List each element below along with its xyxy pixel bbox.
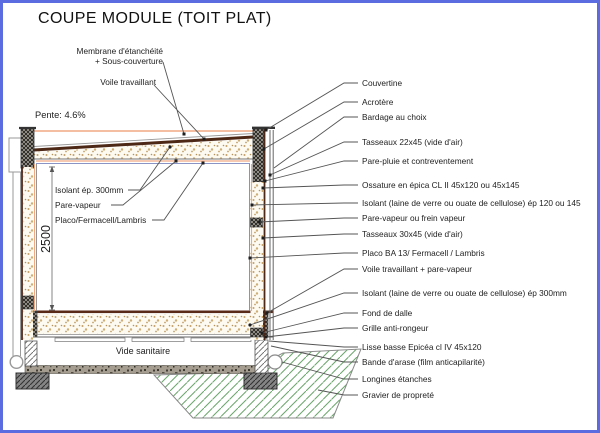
callout-grille-anti-rongeur: Grille anti-rongeur — [362, 323, 429, 333]
crawl-space-label: Vide sanitaire — [115, 346, 171, 356]
callout-ossature: Ossature en épica CL II 45x120 ou 45x145 — [362, 180, 520, 190]
dimension-2500-line — [49, 166, 55, 311]
footing-right — [243, 372, 278, 390]
callout-pare-pluie: Pare-pluie et contreventement — [362, 156, 474, 166]
roof-assembly — [33, 130, 254, 164]
callout-longines: Longines étanches — [362, 374, 432, 384]
callout-pare-vapeur: Pare-vapeur — [55, 200, 101, 210]
longine-circle — [267, 354, 283, 370]
callout-placo: Placo/Fermacell/Lambris — [55, 215, 147, 225]
slope-label: Pente: 4.6% — [35, 110, 86, 120]
callout-acrotere: Acrotère — [362, 97, 394, 107]
callout-fond-de-dalle: Fond de dalle — [362, 308, 413, 318]
callout-bande-arase: Bande d'arase (film anticapilarité) — [362, 357, 485, 367]
left-wall — [8, 126, 37, 370]
callout-lisse-basse: Lisse basse Epicéa cl IV 45x120 — [362, 342, 482, 352]
callout-tasseaux-22x45: Tasseaux 22x45 (vide d'air) — [362, 137, 463, 147]
callout-membrane: Membrane d'étanchéité + Sous-couverture — [76, 46, 163, 66]
callout-isolant-120-145: Isolant (laine de verre ou ouate de cell… — [362, 198, 581, 208]
pier-left — [24, 340, 38, 367]
callout-frein-vapeur: Pare-vapeur ou frein vapeur — [362, 213, 466, 223]
drawing-title: COUPE MODULE (TOIT PLAT) — [38, 10, 272, 27]
pier-right — [254, 339, 269, 374]
callout-placo-ba13: Placo BA 13/ Fermacell / Lambris — [362, 248, 485, 258]
footing-left — [15, 372, 50, 390]
callout-couvertine: Couvertine — [362, 78, 403, 88]
callout-voile-travaillant: Voile travaillant — [100, 77, 156, 87]
callout-voile-pare-vapeur: Voile travaillant + pare-vapeur — [362, 264, 472, 274]
leader-markers — [168, 128, 272, 339]
right-wall — [249, 126, 275, 340]
callout-isolant-300-plancher: Isolant (laine de verre ou ouate de cell… — [362, 288, 567, 298]
section-drawing — [8, 61, 362, 419]
gravel-strip — [24, 365, 257, 374]
leader-lines — [111, 61, 358, 396]
callout-gravier: Gravier de propreté — [362, 390, 434, 400]
callout-tasseaux-30x45: Tasseaux 30x45 (vide d'air) — [362, 229, 463, 239]
callout-bardage: Bardage au choix — [362, 112, 427, 122]
callout-isolant-300: Isolant ép. 300mm — [55, 185, 124, 195]
floor-slab — [24, 310, 273, 342]
dimension-2500-text: 2500 — [39, 225, 53, 253]
